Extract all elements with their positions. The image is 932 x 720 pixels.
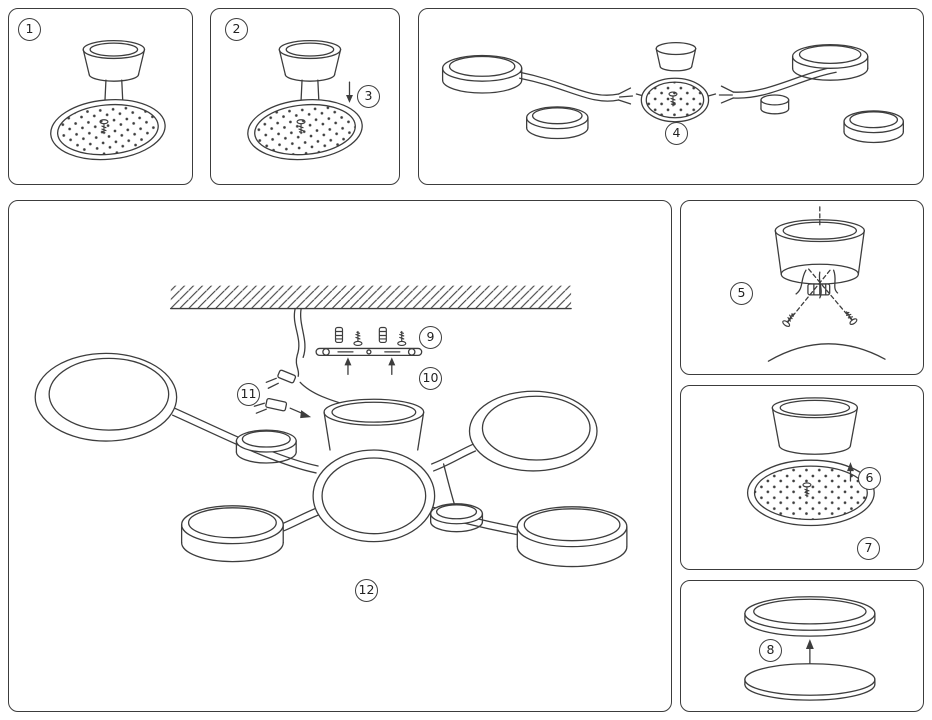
step-badge-4: 4 (665, 122, 688, 145)
panel-step-8: 8 (680, 580, 924, 712)
panel-steps-2-3: 2 3 (210, 8, 400, 185)
ceiling-wires-drawing (293, 307, 355, 408)
ring-shade-upper-left-drawing (34, 352, 178, 442)
step-badge-7: 7 (857, 537, 880, 560)
step-badge-1: 1 (18, 18, 41, 41)
up-arrow-icon (805, 639, 814, 665)
step-badge-12: 12 (355, 579, 378, 602)
diffuser-drawing-step-8 (744, 596, 876, 701)
panel-steps-9-12: 9 10 11 12 (8, 200, 672, 712)
fixture-drawing-step-1 (50, 39, 166, 161)
exploded-view-drawing-step-4 (441, 41, 904, 144)
right-drums-drawing (760, 43, 904, 144)
small-drum-drawing (235, 429, 297, 464)
panel-step-1: 1 (8, 8, 193, 185)
left-drums-drawing (441, 54, 589, 140)
step-badge-11: 11 (237, 383, 260, 406)
panel-step-4: 4 (418, 8, 924, 185)
base-disk-drawing (744, 663, 876, 701)
mounting-bracket-drawing (315, 347, 423, 375)
central-body-drawing (312, 398, 436, 543)
panel-steps-6-7: 6 7 (680, 385, 924, 570)
trim-ring-drawing (744, 596, 876, 637)
step-badge-8: 8 (759, 639, 782, 662)
fixture-drawing-steps-6-7 (746, 397, 875, 527)
wiring-drawing-step-5 (767, 206, 886, 362)
step-badge-6: 6 (858, 467, 881, 490)
assembly-drawing-steps-9-12 (34, 285, 628, 568)
step-badge-9: 9 (419, 326, 442, 349)
up-arrow-icon (847, 462, 854, 482)
drum-lower-left-drawing (180, 505, 284, 563)
left-arm-drawing (519, 71, 634, 105)
right-arm-drawing (718, 65, 837, 104)
step-badge-3: 3 (357, 85, 380, 108)
center-fixture-drawing (640, 41, 710, 123)
down-arrow-icon (346, 81, 353, 103)
step-badge-2: 2 (225, 18, 248, 41)
ring-shade-right-drawing (468, 390, 598, 472)
fixture-drawing-steps-2-3 (247, 39, 363, 161)
ceiling-hatch-drawing (170, 285, 572, 310)
step-badge-10: 10 (419, 367, 442, 390)
wire-connectors-drawing (253, 369, 312, 419)
small-disk-drawing (429, 503, 484, 533)
step-badge-5: 5 (730, 282, 753, 305)
anchors-screws-drawing (334, 326, 407, 347)
drum-lower-right-drawing (516, 506, 628, 568)
panel-step-5: 5 (680, 200, 924, 375)
